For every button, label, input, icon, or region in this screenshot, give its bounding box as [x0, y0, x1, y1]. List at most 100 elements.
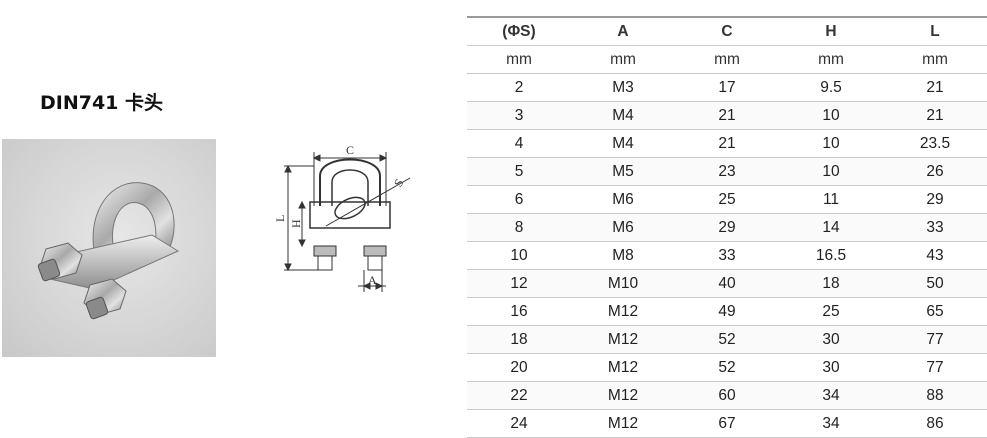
table-cell: 24: [467, 409, 571, 438]
table-cell: M12: [571, 353, 675, 382]
table-cell: M12: [571, 325, 675, 354]
table-cell: 34: [779, 381, 883, 410]
table-cell: M12: [571, 381, 675, 410]
table-header-row: (ΦS) A C H L: [467, 16, 987, 46]
table-cell: 2: [467, 73, 571, 102]
table-cell: 21: [675, 101, 779, 130]
table-cell: 11: [779, 185, 883, 214]
product-photo: [2, 139, 216, 357]
table-cell: 52: [675, 353, 779, 382]
table-cell: 33: [675, 241, 779, 270]
table-cell: 29: [883, 185, 987, 214]
table-cell: 10: [779, 129, 883, 158]
unit-cell: mm: [675, 45, 779, 74]
table-cell: M4: [571, 129, 675, 158]
table-cell: 67: [675, 409, 779, 438]
table-cell: 33: [883, 213, 987, 242]
table-cell: 86: [883, 409, 987, 438]
table-cell: 20: [467, 353, 571, 382]
table-cell: 43: [883, 241, 987, 270]
table-cell: 50: [883, 269, 987, 298]
table-cell: 16.5: [779, 241, 883, 270]
table-cell: M10: [571, 269, 675, 298]
table-cell: 77: [883, 353, 987, 382]
table-cell: 52: [675, 325, 779, 354]
table-cell: 29: [675, 213, 779, 242]
unit-cell: mm: [467, 45, 571, 74]
product-title: DIN741 卡头: [40, 92, 164, 114]
table-cell: M8: [571, 241, 675, 270]
unit-cell: mm: [779, 45, 883, 74]
table-cell: M6: [571, 213, 675, 242]
table-cell: 30: [779, 353, 883, 382]
table-cell: 26: [883, 157, 987, 186]
dimension-drawing: C S L H A: [270, 136, 420, 296]
table-cell: 3: [467, 101, 571, 130]
table-cell: 60: [675, 381, 779, 410]
label-l: L: [273, 215, 287, 222]
col-header: (ΦS): [467, 16, 571, 46]
table-cell: 12: [467, 269, 571, 298]
table-cell: 21: [883, 73, 987, 102]
table-cell: 88: [883, 381, 987, 410]
col-header: H: [779, 16, 883, 46]
table-cell: 25: [779, 297, 883, 326]
table-cell: 25: [675, 185, 779, 214]
table-cell: M3: [571, 73, 675, 102]
table-cell: 34: [779, 409, 883, 438]
table-cell: M4: [571, 101, 675, 130]
table-cell: M5: [571, 157, 675, 186]
col-header: A: [571, 16, 675, 46]
table-cell: 23.5: [883, 129, 987, 158]
table-cell: 8: [467, 213, 571, 242]
table-units-row: mm mm mm mm mm: [467, 45, 987, 74]
table-cell: 17: [675, 73, 779, 102]
table-cell: M12: [571, 297, 675, 326]
table-cell: 6: [467, 185, 571, 214]
label-c: C: [346, 143, 354, 157]
table-cell: 22: [467, 381, 571, 410]
table-cell: 10: [467, 241, 571, 270]
label-a: A: [368, 273, 377, 287]
table-cell: M6: [571, 185, 675, 214]
col-header: L: [883, 16, 987, 46]
table-cell: 4: [467, 129, 571, 158]
col-header: C: [675, 16, 779, 46]
table-cell: 21: [675, 129, 779, 158]
table-cell: 40: [675, 269, 779, 298]
unit-cell: mm: [571, 45, 675, 74]
table-cell: 18: [467, 325, 571, 354]
label-h: H: [289, 219, 303, 228]
table-cell: 16: [467, 297, 571, 326]
table-cell: 9.5: [779, 73, 883, 102]
table-cell: 49: [675, 297, 779, 326]
table-cell: 23: [675, 157, 779, 186]
table-cell: 21: [883, 101, 987, 130]
table-cell: 65: [883, 297, 987, 326]
unit-cell: mm: [883, 45, 987, 74]
table-cell: 14: [779, 213, 883, 242]
table-cell: 77: [883, 325, 987, 354]
table-cell: 10: [779, 101, 883, 130]
table-cell: M12: [571, 409, 675, 438]
table-cell: 30: [779, 325, 883, 354]
cropped-header-fragment: [922, 0, 987, 8]
table-cell: 5: [467, 157, 571, 186]
table-cell: 10: [779, 157, 883, 186]
table-cell: 18: [779, 269, 883, 298]
